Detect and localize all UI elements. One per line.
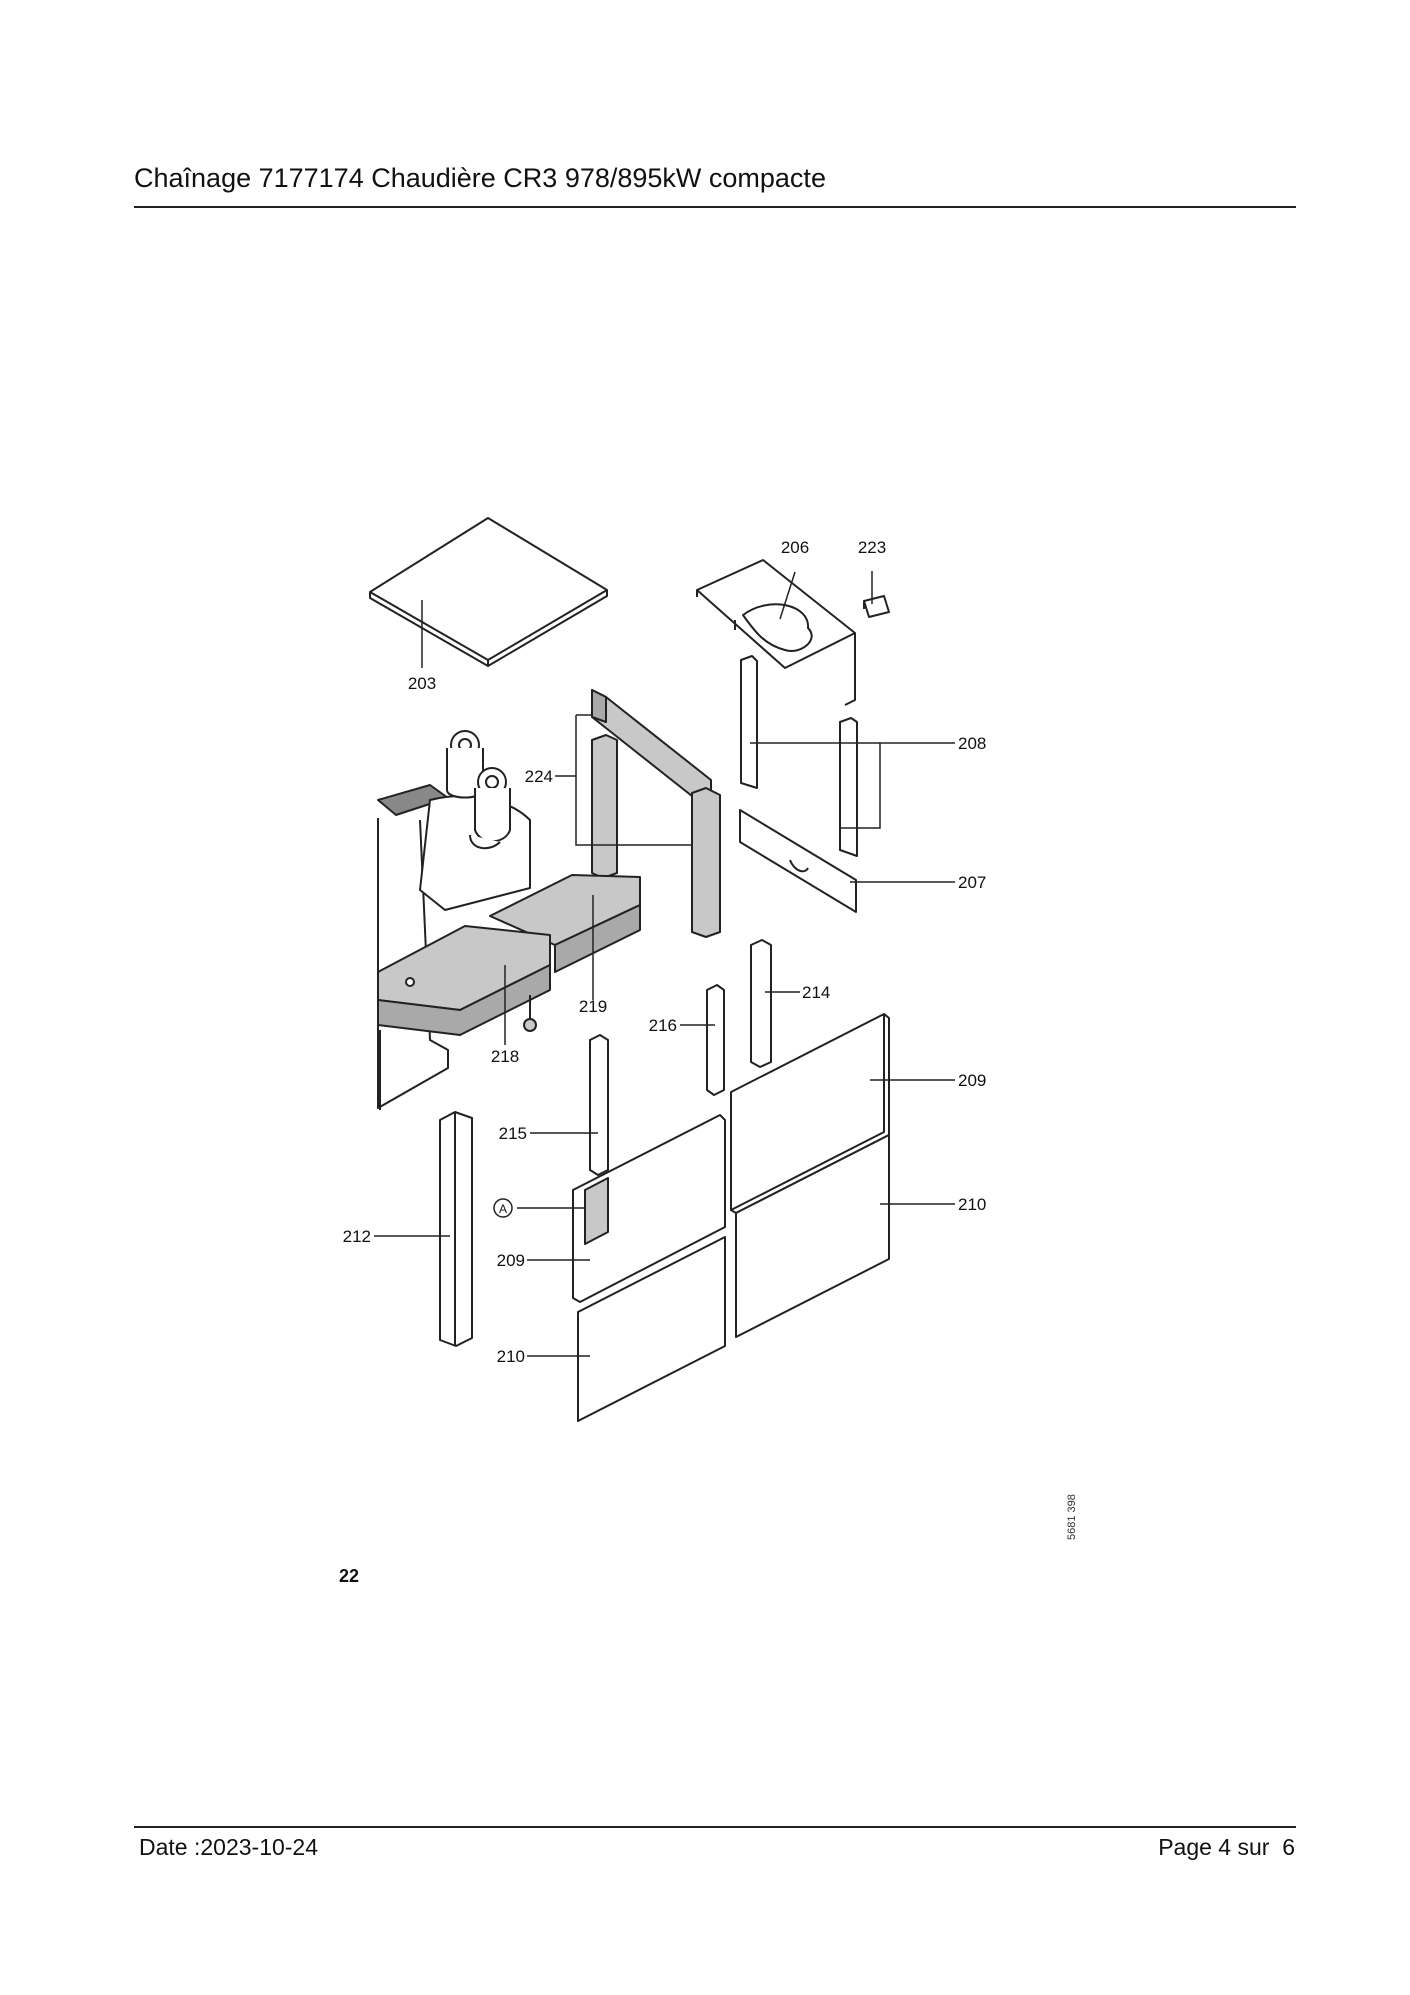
callout-209-left: 209 — [497, 1251, 525, 1270]
part-210-front-panel-right — [735, 1134, 890, 1338]
document-title: Chaînage 7177174 Chaudière CR3 978/895kW… — [134, 163, 826, 193]
header-divider — [134, 206, 1296, 208]
part-219-top-insulation — [489, 874, 641, 973]
part-223-clip — [863, 595, 890, 618]
part-210-front-panel-left — [577, 1236, 726, 1422]
boiler-body — [377, 730, 531, 1109]
part-216-rail — [706, 984, 725, 1096]
callout-206: 206 — [781, 538, 809, 557]
detail-marker-label: A — [499, 1202, 507, 1216]
callout-224: 224 — [525, 767, 553, 786]
callout-223: 223 — [858, 538, 886, 557]
callout-218: 218 — [491, 1047, 519, 1066]
callout-215: 215 — [499, 1124, 527, 1143]
part-206-top-panel — [696, 559, 856, 706]
callout-214: 214 — [802, 983, 830, 1002]
callout-210-left: 210 — [497, 1347, 525, 1366]
callout-203: 203 — [408, 674, 436, 693]
part-203-cover-plate — [369, 517, 608, 667]
detail-marker-a: A — [493, 1198, 513, 1218]
callout-208: 208 — [958, 734, 986, 753]
callout-216: 216 — [649, 1016, 677, 1035]
part-218-top-insulation — [377, 925, 551, 1036]
drawing-reference-code: 5681 398 — [1066, 1494, 1078, 1540]
part-224-insulation-blocks — [591, 689, 721, 938]
part-215-rail — [589, 1034, 609, 1176]
part-209-front-panel-left — [572, 1114, 726, 1303]
callout-219: 219 — [579, 997, 607, 1016]
footer-date: Date :2023-10-24 — [139, 1834, 319, 1860]
part-214-rail — [750, 939, 772, 1068]
callout-210-right: 210 — [958, 1195, 986, 1214]
callout-207: 207 — [958, 873, 986, 892]
footer-page-number: Page 4 sur 6 — [1158, 1834, 1295, 1860]
figure-number: 22 — [339, 1566, 360, 1586]
footer-divider — [134, 1826, 1296, 1828]
part-212-corner-post — [439, 1111, 473, 1347]
part-207-rear-strip — [739, 809, 857, 913]
callout-209-right: 209 — [958, 1071, 986, 1090]
callout-212: 212 — [343, 1227, 371, 1246]
